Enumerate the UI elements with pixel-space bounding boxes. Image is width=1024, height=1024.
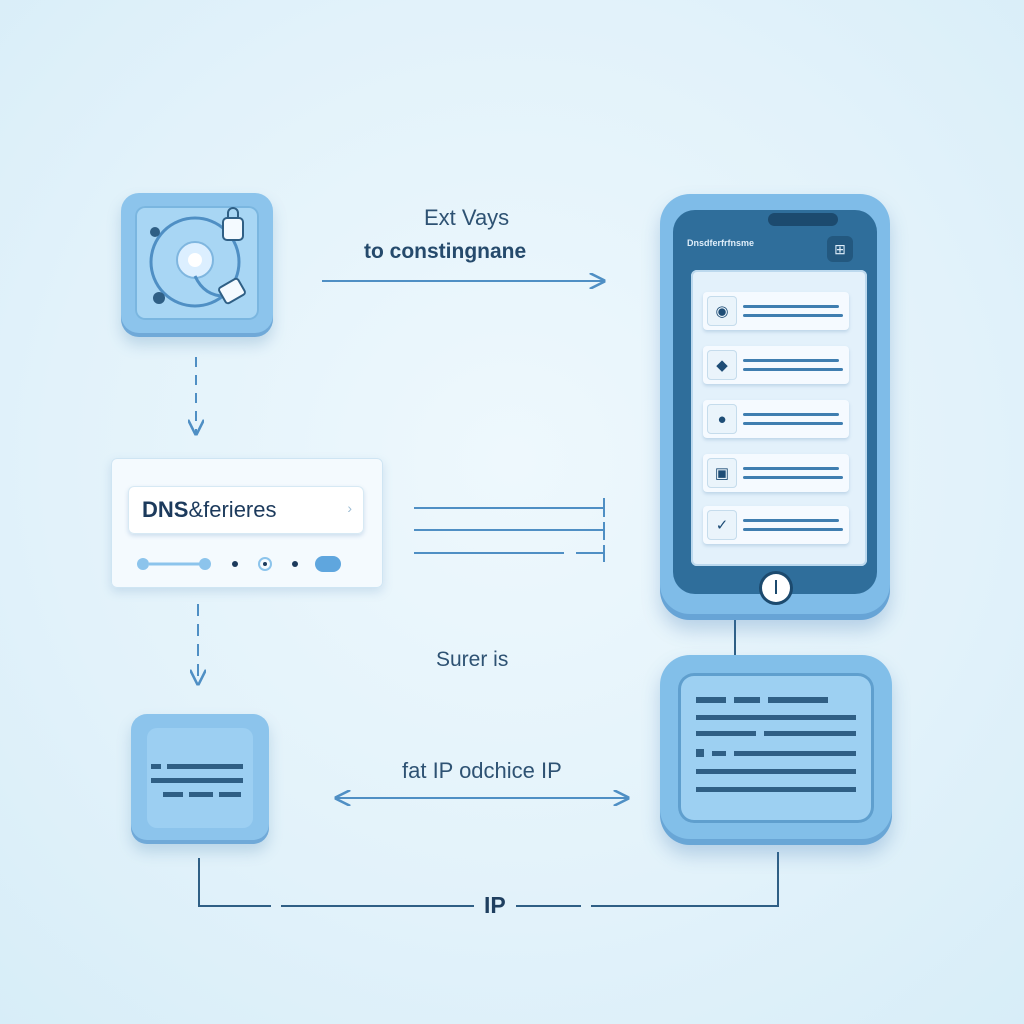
label-ip-link: fat IP odchice IP	[402, 758, 562, 783]
smartphone-node[interactable]: Dnsdferfrfnsme ⊞ ◉ ◆ ● ▣	[660, 194, 890, 620]
check-icon: ✓	[707, 510, 737, 540]
server-node[interactable]	[131, 714, 269, 844]
big-server-node[interactable]	[660, 655, 892, 845]
dns-field-rest: &ferieres	[188, 497, 277, 522]
list-item-line	[743, 359, 839, 362]
server-text-lines-icon	[696, 697, 856, 792]
list-item-line	[743, 368, 843, 371]
disk-face	[135, 206, 259, 320]
list-item-line	[743, 476, 843, 479]
user-icon: ●	[707, 404, 737, 434]
list-item-line	[743, 467, 839, 470]
location-pin-icon: ◉	[707, 296, 737, 326]
list-item-line	[743, 422, 843, 425]
phone-notch	[768, 213, 838, 226]
grid-icon[interactable]: ⊞	[827, 236, 853, 262]
disk-icon	[149, 207, 246, 308]
list-item-line	[743, 528, 843, 531]
dns-field-bold: DNS	[142, 497, 189, 522]
label-top-line1: Ext Vays	[424, 205, 510, 230]
label-top-line2: to constingnane	[364, 240, 527, 263]
server-lines-icon	[147, 728, 253, 828]
phone-screen: ◉ ◆ ● ▣ ✓	[691, 270, 867, 566]
list-item-line	[743, 305, 839, 308]
dns-controls	[137, 556, 341, 572]
power-button-icon[interactable]	[762, 574, 790, 602]
dns-panel: DNS &ferieres ›	[111, 458, 383, 588]
list-item[interactable]: ◆	[703, 346, 849, 384]
list-item[interactable]: ◉	[703, 292, 849, 330]
lock-icon: ▣	[707, 458, 737, 488]
list-item-line	[743, 519, 839, 522]
disk-node[interactable]	[121, 193, 273, 337]
list-item[interactable]: ▣	[703, 454, 849, 492]
list-item-line	[743, 413, 839, 416]
phone-header-text: Dnsdferfrfnsme	[687, 238, 755, 248]
label-bottom-ip: IP	[474, 892, 516, 919]
big-server-face	[678, 673, 874, 823]
list-item[interactable]: ●	[703, 400, 849, 438]
label-middle: Surer is	[436, 648, 509, 671]
chevron-right-icon: ›	[347, 500, 352, 516]
list-item-line	[743, 314, 843, 317]
dns-field[interactable]: DNS &ferieres ›	[128, 486, 364, 534]
tag-icon: ◆	[707, 350, 737, 380]
list-item[interactable]: ✓	[703, 506, 849, 544]
